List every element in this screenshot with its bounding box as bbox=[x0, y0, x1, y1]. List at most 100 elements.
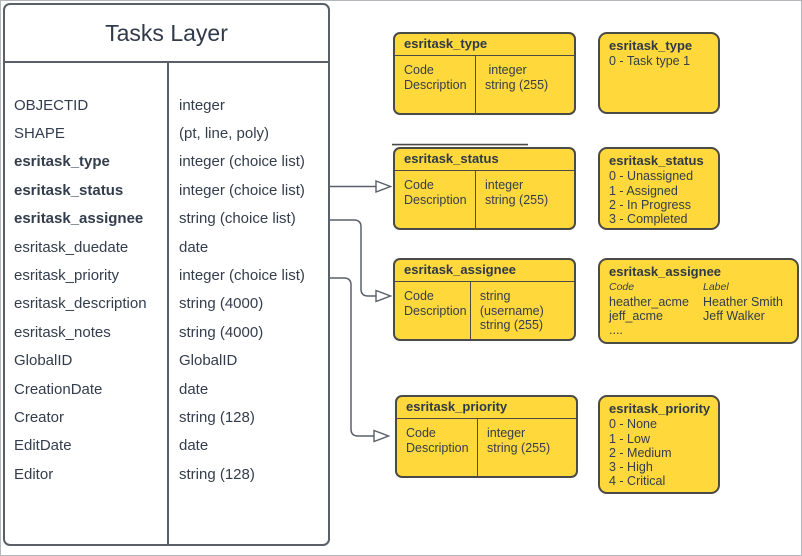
field-label: Code bbox=[404, 289, 434, 303]
value-item: 1 - Assigned bbox=[609, 183, 678, 198]
field-type: string (255) bbox=[485, 192, 549, 207]
connector-status-arrowhead-icon bbox=[375, 179, 393, 194]
domain-values-box-priority: esritask_priority 0 - None 1 - Low 2 - M… bbox=[598, 395, 720, 494]
value-label: Heather Smith bbox=[703, 294, 783, 309]
field-type: date bbox=[179, 238, 209, 256]
field-name: esritask_duedate bbox=[14, 238, 129, 256]
table-row: Creator string (128) bbox=[5, 403, 328, 431]
field-name: esritask_description bbox=[14, 295, 147, 313]
field-label: Description bbox=[404, 77, 467, 92]
table-row: esritask_description string (4000) bbox=[5, 290, 328, 318]
field-label: Code bbox=[404, 63, 434, 77]
label-column-header: Label bbox=[703, 281, 729, 294]
field-type: integer bbox=[487, 426, 526, 440]
table-row: esritask_notes string (4000) bbox=[5, 318, 328, 346]
field-type: date bbox=[179, 380, 209, 398]
field-name: OBJECTID bbox=[14, 96, 89, 114]
more-values-ellipsis: .... bbox=[609, 323, 623, 338]
field-label: Code bbox=[404, 178, 434, 192]
field-type: string (4000) bbox=[179, 295, 264, 313]
field-type: integer (choice list) bbox=[179, 181, 305, 199]
field-type: string (255) bbox=[479, 318, 544, 332]
table-row: OBJECTID integer bbox=[5, 91, 328, 119]
connector-priority-line bbox=[330, 277, 374, 437]
value-code: heather_acme bbox=[609, 294, 689, 309]
domain-values-box-status: esritask_status 0 - Unassigned 1 - Assig… bbox=[598, 147, 720, 230]
table-body: OBJECTID integer SHAPE (pt, line, poly) es… bbox=[5, 63, 328, 544]
field-name: CreationDate bbox=[14, 380, 103, 398]
table-row: esritask_duedate date bbox=[5, 233, 328, 261]
table-row: SHAPE (pt, line, poly) bbox=[5, 119, 328, 147]
field-name: Creator bbox=[14, 408, 65, 426]
field-type: string (4000) bbox=[179, 323, 264, 341]
values-grid: Code Label heather_acme Heather Smith je… bbox=[609, 280, 788, 323]
field-name: esritask_notes bbox=[14, 323, 111, 341]
field-type: string (255) bbox=[487, 440, 551, 455]
box-title: esritask_assignee bbox=[609, 264, 722, 279]
value-item: 0 - Task type 1 bbox=[609, 54, 691, 69]
field-type: integer bbox=[485, 63, 527, 77]
field-type: string (255) bbox=[485, 77, 549, 92]
field-type: GlobalID bbox=[179, 352, 238, 370]
value-item: 3 - Completed bbox=[609, 212, 688, 227]
field-label: Description bbox=[404, 192, 467, 207]
table-row: CreationDate date bbox=[5, 375, 328, 403]
box-title: esritask_status bbox=[609, 153, 704, 168]
box-title: esritask_assignee bbox=[395, 260, 574, 282]
value-item: 3 - High bbox=[609, 460, 653, 475]
table-row: Editor string (128) bbox=[5, 460, 328, 488]
table-row: esritask_priority integer (choice list) bbox=[5, 261, 328, 289]
table-row: esritask_assignee string (choice list) bbox=[5, 205, 328, 233]
field-type: integer bbox=[485, 178, 524, 192]
field-name: Editor bbox=[14, 465, 54, 483]
tasks-layer-table: Tasks Layer OBJECTID integer SHAPE (pt, li… bbox=[3, 3, 330, 546]
field-type: integer bbox=[179, 96, 225, 114]
field-name: GlobalID bbox=[14, 352, 73, 370]
code-column-header: Code bbox=[609, 281, 635, 294]
field-name: SHAPE bbox=[14, 125, 65, 143]
field-type: string (128) bbox=[179, 465, 255, 483]
field-type: string (username) bbox=[479, 289, 544, 318]
box-title: esritask_type bbox=[395, 34, 574, 56]
field-type: (pt, line, poly) bbox=[179, 125, 270, 143]
box-title: esritask_priority bbox=[609, 401, 711, 416]
field-name: esritask_status bbox=[14, 181, 124, 199]
column-divider bbox=[167, 63, 169, 544]
field-label: Code bbox=[406, 426, 436, 440]
field-type: integer (choice list) bbox=[179, 267, 305, 285]
value-item: 2 - In Progress bbox=[609, 197, 691, 212]
connector-assignee-line bbox=[330, 219, 376, 297]
field-type: string (choice list) bbox=[179, 210, 296, 228]
value-label: Jeff Walker bbox=[703, 308, 765, 323]
table-row: esritask_status integer (choice list) bbox=[5, 176, 328, 204]
field-type: integer (choice list) bbox=[179, 153, 305, 171]
field-type: date bbox=[179, 437, 209, 455]
value-item: 0 - None bbox=[609, 417, 657, 432]
value-item: 2 - Medium bbox=[609, 445, 672, 460]
domain-values-box-assignee: esritask_assignee Code Label heather_acm… bbox=[598, 258, 799, 344]
field-name: esritask_assignee bbox=[14, 210, 144, 228]
value-item: 0 - Unassigned bbox=[609, 169, 694, 184]
field-type: string (128) bbox=[179, 408, 255, 426]
connector-priority-arrowhead-icon bbox=[373, 429, 391, 443]
domain-values-box-type: esritask_type 0 - Task type 1 bbox=[598, 32, 720, 114]
field-name: esritask_priority bbox=[14, 267, 120, 285]
box-title: esritask_status bbox=[395, 149, 574, 171]
field-label: Description bbox=[404, 303, 467, 318]
value-code: jeff_acme bbox=[609, 308, 663, 323]
table-title: Tasks Layer bbox=[5, 5, 328, 63]
value-item: 4 - Critical bbox=[609, 474, 666, 489]
table-row: GlobalID GlobalID bbox=[5, 347, 328, 375]
box-title: esritask_type bbox=[609, 38, 693, 53]
